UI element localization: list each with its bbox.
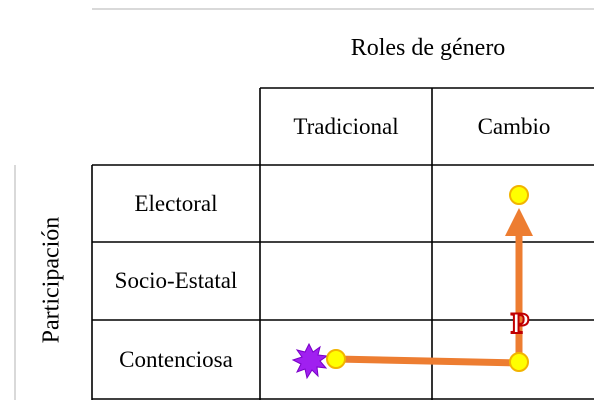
column-tradicional: Tradicional [293, 113, 399, 139]
corner-node [509, 352, 529, 372]
row-electoral: Electoral [134, 190, 218, 216]
row-socio-estatal: Socio-Estatal [114, 268, 238, 293]
top-frame-line [92, 8, 594, 10]
left-frame-line [14, 165, 16, 400]
end-node [509, 185, 529, 205]
path-horizontal-segment [335, 355, 520, 367]
row-contenciosa: Contenciosa [119, 346, 233, 372]
start-burst-icon [291, 342, 329, 380]
column-header-title: Roles de género [350, 34, 506, 61]
start-node [326, 349, 346, 369]
column-cambio: Cambio [477, 113, 551, 139]
path-marker-p: P [511, 307, 529, 340]
